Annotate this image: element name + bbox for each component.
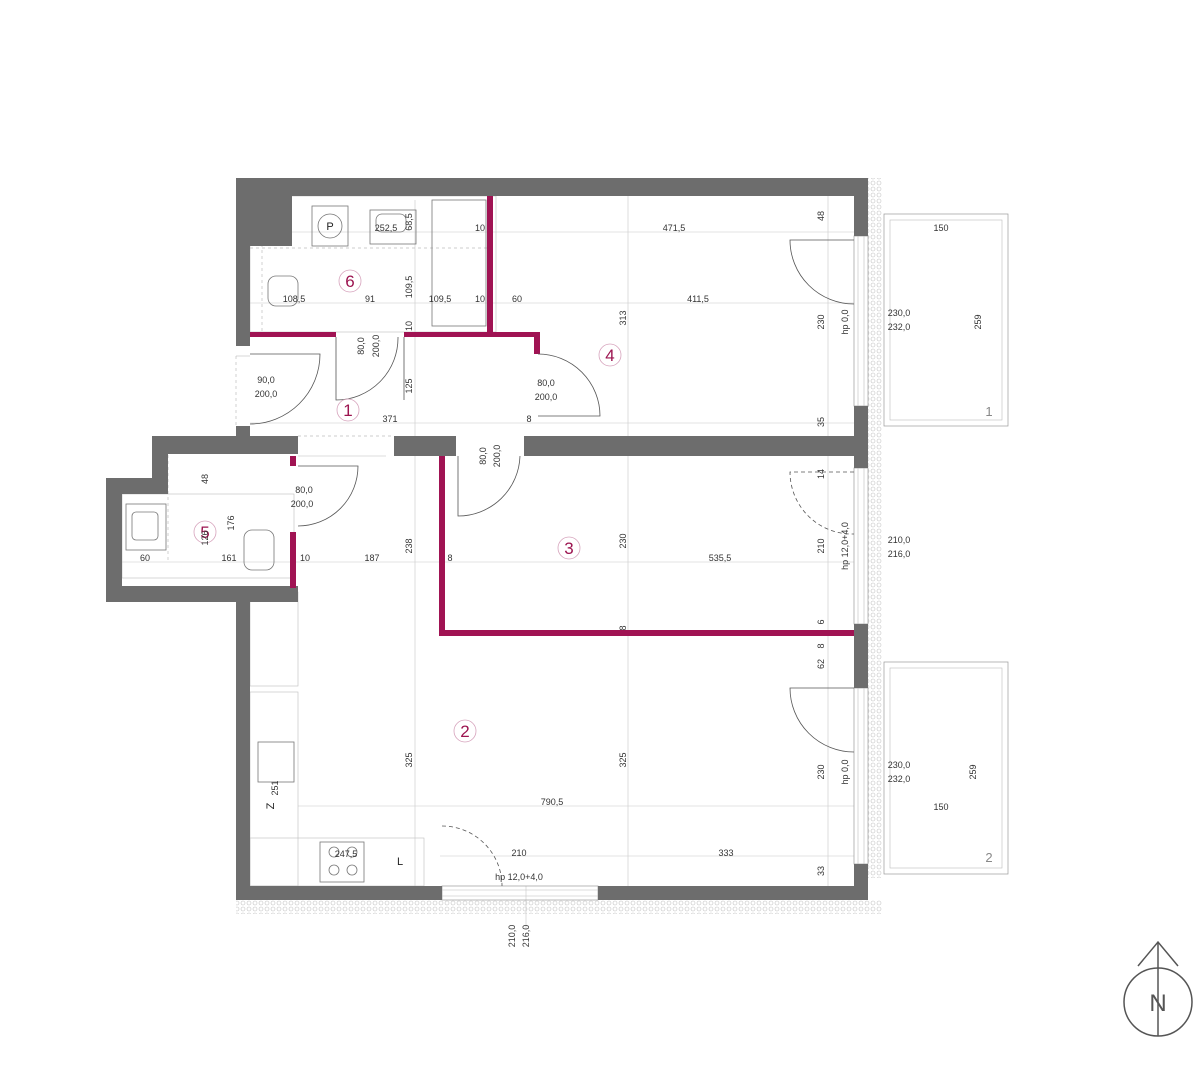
dim: 125 [404,378,414,393]
dimension-labels: 252,5 10 471,5 150 108,5 91 109,5 10 60 … [140,211,983,947]
dim: 230 [816,314,826,329]
dim: 35 [816,417,826,427]
dim: 790,5 [541,797,564,807]
dim: 68,5 [404,213,414,231]
dim: 535,5 [709,553,732,563]
dim: 109,5 [404,276,414,299]
balcony-1 [883,213,1009,427]
dim: 8 [526,414,531,424]
z-fixture-label: Z [265,802,277,809]
dim: 80,0 [295,485,313,495]
dim: hp 0,0 [840,309,850,334]
dim: 230 [816,764,826,779]
dim: 216,0 [888,549,911,559]
room-3-label: 3 [564,539,573,558]
kitchen-fixtures [249,591,425,887]
balcony-2 [883,661,1009,875]
dim: 238 [404,538,414,553]
dim: 325 [404,752,414,767]
dim: 411,5 [687,294,709,304]
dim: 313 [618,310,628,325]
dim: 325 [618,752,628,767]
dim: hp 12,0+4,0 [840,522,850,570]
dim: 10 [475,223,485,233]
room-6-label: 6 [345,272,354,291]
dim: 10 [404,321,414,331]
structural-walls [106,178,868,900]
dim: 230 [618,533,628,548]
dim: 210,0 [507,925,517,948]
dim: 33 [816,866,826,876]
dim: 251 [270,780,280,795]
dim: 60 [512,294,522,304]
dim: 14 [816,469,826,479]
dim: 232,0 [888,774,911,784]
dim: 48 [816,211,826,221]
dim: 150 [933,802,948,812]
room-1-label: 1 [343,401,352,420]
dim: hp 0,0 [840,759,850,784]
room-5-label: 5 [200,523,209,542]
dim: 108,5 [283,294,306,304]
dim: 252,5 [375,223,398,233]
dim: hp 12,0+4,0 [495,872,543,882]
dim: 471,5 [663,223,686,233]
doors [249,239,855,887]
dim: 230,0 [888,760,911,770]
dim: 259 [968,764,978,779]
dimension-lines [122,196,854,930]
dim: 6 [816,619,826,624]
dim: 371 [382,414,397,424]
dim: 230,0 [888,308,911,318]
dim: 333 [718,848,733,858]
dim: 216,0 [521,925,531,948]
dim: 200,0 [255,389,278,399]
dim: 10 [475,294,485,304]
p-fixture-label: P [326,221,333,233]
balcony-2-label: 2 [985,850,992,865]
l-fixture-label: L [397,856,403,868]
dim: 8 [618,625,628,630]
dim: 150 [933,223,948,233]
insulation [236,178,882,914]
room-labels: 6 1 4 3 5 2 [193,269,622,743]
dim: 200,0 [535,392,558,402]
north-compass [1123,940,1193,1037]
dim: 187 [364,553,379,563]
dim: 10 [300,553,310,563]
dim: 161 [221,553,236,563]
dim: 176 [226,515,236,530]
dim: 200,0 [291,499,314,509]
compass-n-label: N [1149,990,1166,1017]
dim: 80,0 [356,337,366,355]
dim: 126 [200,530,210,545]
room-2-label: 2 [460,722,469,741]
dim: 200,0 [371,335,381,358]
dim: 109,5 [429,294,452,304]
dim: 200,0 [492,445,502,468]
dim: 232,0 [888,322,911,332]
partition-walls [250,196,854,636]
dim: 210 [511,848,526,858]
dim: 259 [973,314,983,329]
room-4-label: 4 [605,346,614,365]
dim: 8 [816,643,826,648]
balcony-1-label: 1 [985,404,992,419]
dim: 90,0 [257,375,275,385]
dim: 247,5 [335,849,358,859]
dim: 62 [816,659,826,669]
dim: 80,0 [478,447,488,465]
dim: 80,0 [537,378,555,388]
dim: 210,0 [888,535,911,545]
dim: 91 [365,294,375,304]
dim: 8 [447,553,452,563]
dim: 210 [816,538,826,553]
dim: 60 [140,553,150,563]
dim: 48 [200,474,210,484]
